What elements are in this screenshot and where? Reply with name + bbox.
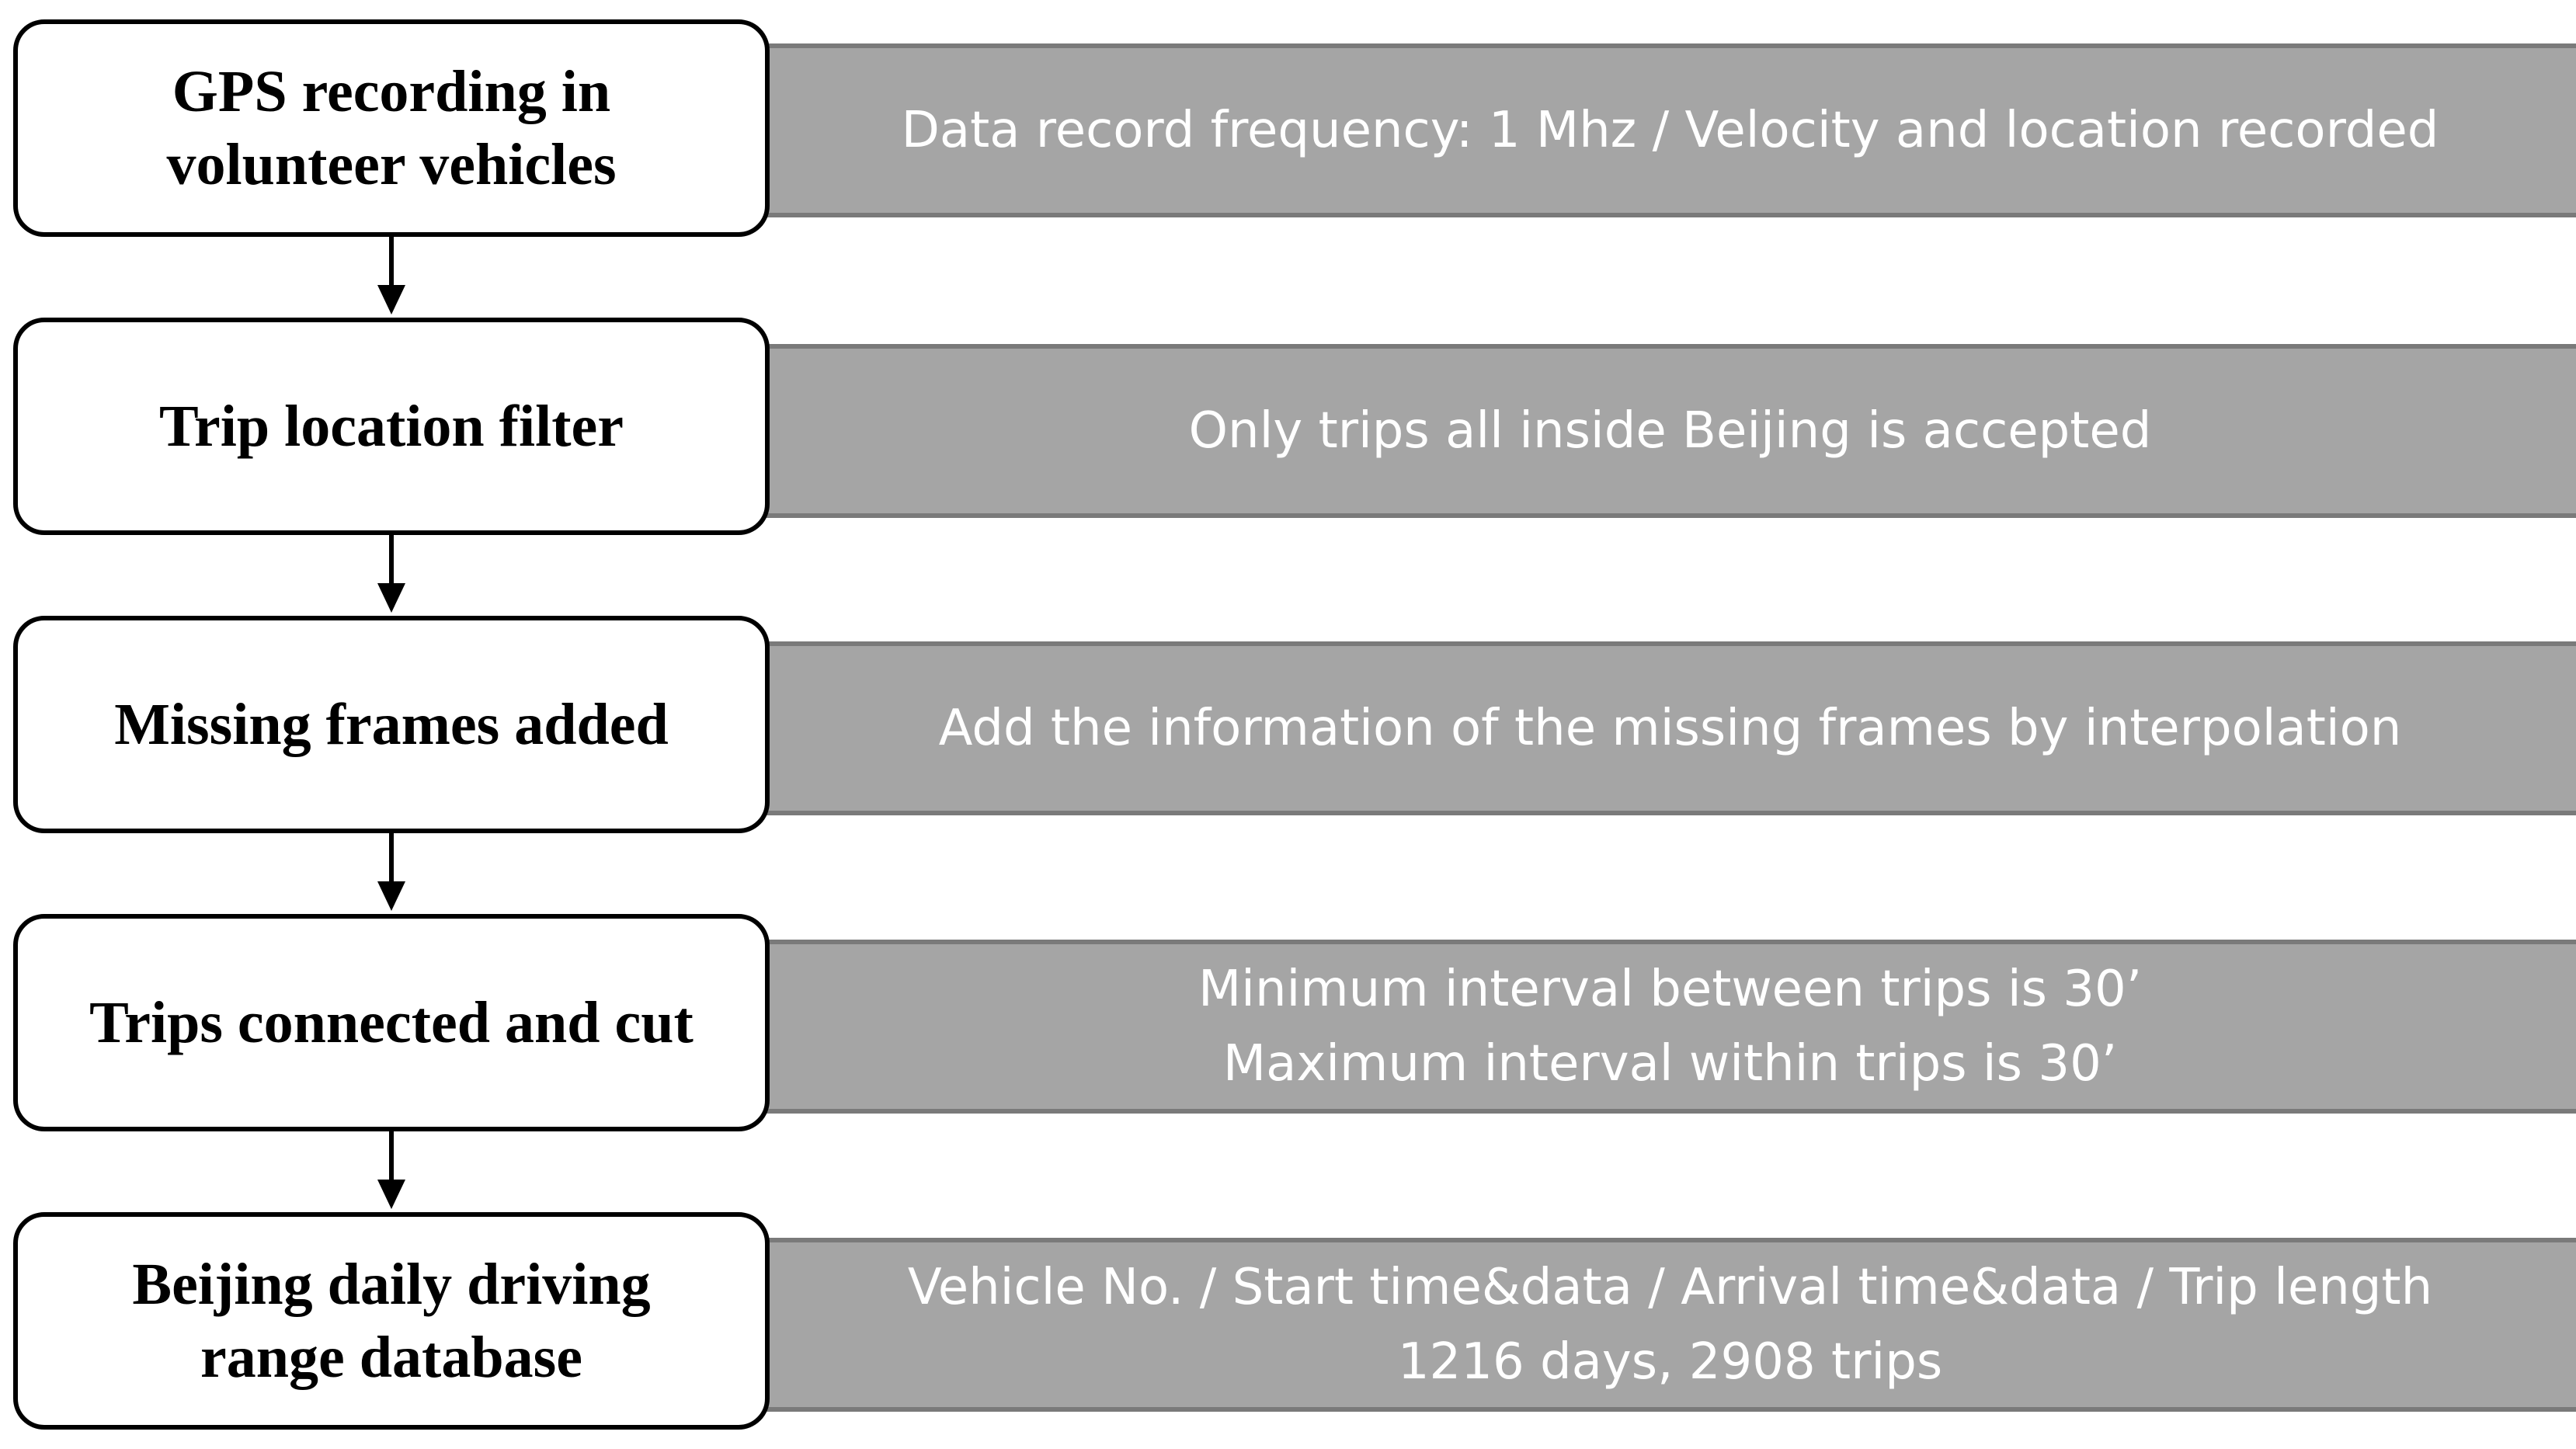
step-4-title-line-1: Trips connected and cut bbox=[89, 990, 694, 1055]
arrow-4-to-5 bbox=[377, 1131, 405, 1209]
arrow-2-to-3 bbox=[377, 535, 405, 613]
step-5-title-line-2: range database bbox=[200, 1325, 582, 1390]
step-5-title: Beijing daily driving range database bbox=[132, 1248, 650, 1394]
step-3-detail-text: Add the information of the missing frame… bbox=[939, 691, 2402, 766]
step-3-detail-line-1: Add the information of the missing frame… bbox=[938, 700, 2402, 757]
step-2-title: Trip location filter bbox=[159, 390, 624, 463]
arrow-2-head bbox=[377, 583, 405, 613]
step-3-title: Missing frames added bbox=[114, 688, 669, 761]
arrow-2-shaft bbox=[389, 535, 394, 585]
arrow-4-head bbox=[377, 1180, 405, 1209]
step-2-title-line-1: Trip location filter bbox=[158, 394, 624, 459]
step-5-detail-line-1: Vehicle No. / Start time&data / Arrival … bbox=[907, 1259, 2433, 1316]
arrow-4-shaft bbox=[389, 1131, 394, 1181]
step-3-detail-bar: Add the information of the missing frame… bbox=[760, 641, 2576, 815]
arrow-3-head bbox=[377, 881, 405, 911]
step-4-detail-line-1: Minimum interval between trips is 30’ bbox=[1198, 961, 2143, 1018]
step-5-detail-bar: Vehicle No. / Start time&data / Arrival … bbox=[760, 1238, 2576, 1412]
arrow-3-shaft bbox=[389, 833, 394, 883]
step-1-detail-text: Data record frequency: 1 Mhz / Velocity … bbox=[902, 93, 2439, 168]
step-5-detail-line-2: 1216 days, 2908 trips bbox=[1397, 1333, 1943, 1391]
step-5-detail-text: Vehicle No. / Start time&data / Arrival … bbox=[908, 1250, 2432, 1399]
arrow-1-to-2 bbox=[377, 237, 405, 314]
step-1-title: GPS recording in volunteer vehicles bbox=[166, 55, 616, 201]
step-2-detail-text: Only trips all inside Beijing is accepte… bbox=[1189, 394, 2152, 468]
step-3-title-line-1: Missing frames added bbox=[114, 692, 669, 757]
step-4-detail-text: Minimum interval between trips is 30’ Ma… bbox=[1198, 952, 2142, 1101]
step-4-detail-line-2: Maximum interval within trips is 30’ bbox=[1222, 1035, 2118, 1093]
step-5-box: Beijing daily driving range database bbox=[13, 1212, 770, 1430]
step-1-title-line-2: volunteer vehicles bbox=[166, 132, 617, 197]
arrow-1-shaft bbox=[389, 237, 394, 287]
arrow-3-to-4 bbox=[377, 833, 405, 911]
arrow-1-head bbox=[377, 285, 405, 314]
step-2-detail-bar: Only trips all inside Beijing is accepte… bbox=[760, 344, 2576, 518]
step-4-box: Trips connected and cut bbox=[13, 914, 770, 1131]
step-1-box: GPS recording in volunteer vehicles bbox=[13, 19, 770, 237]
step-1-title-line-1: GPS recording in bbox=[172, 59, 611, 124]
step-2-box: Trip location filter bbox=[13, 318, 770, 535]
step-4-detail-bar: Minimum interval between trips is 30’ Ma… bbox=[760, 940, 2576, 1114]
step-1-detail-bar: Data record frequency: 1 Mhz / Velocity … bbox=[760, 43, 2576, 217]
step-5-title-line-1: Beijing daily driving bbox=[132, 1252, 651, 1317]
step-2-detail-line-1: Only trips all inside Beijing is accepte… bbox=[1188, 402, 2152, 460]
step-3-box: Missing frames added bbox=[13, 616, 770, 833]
step-1-detail-line-1: Data record frequency: 1 Mhz / Velocity … bbox=[901, 102, 2439, 159]
step-4-title: Trips connected and cut bbox=[89, 986, 694, 1059]
